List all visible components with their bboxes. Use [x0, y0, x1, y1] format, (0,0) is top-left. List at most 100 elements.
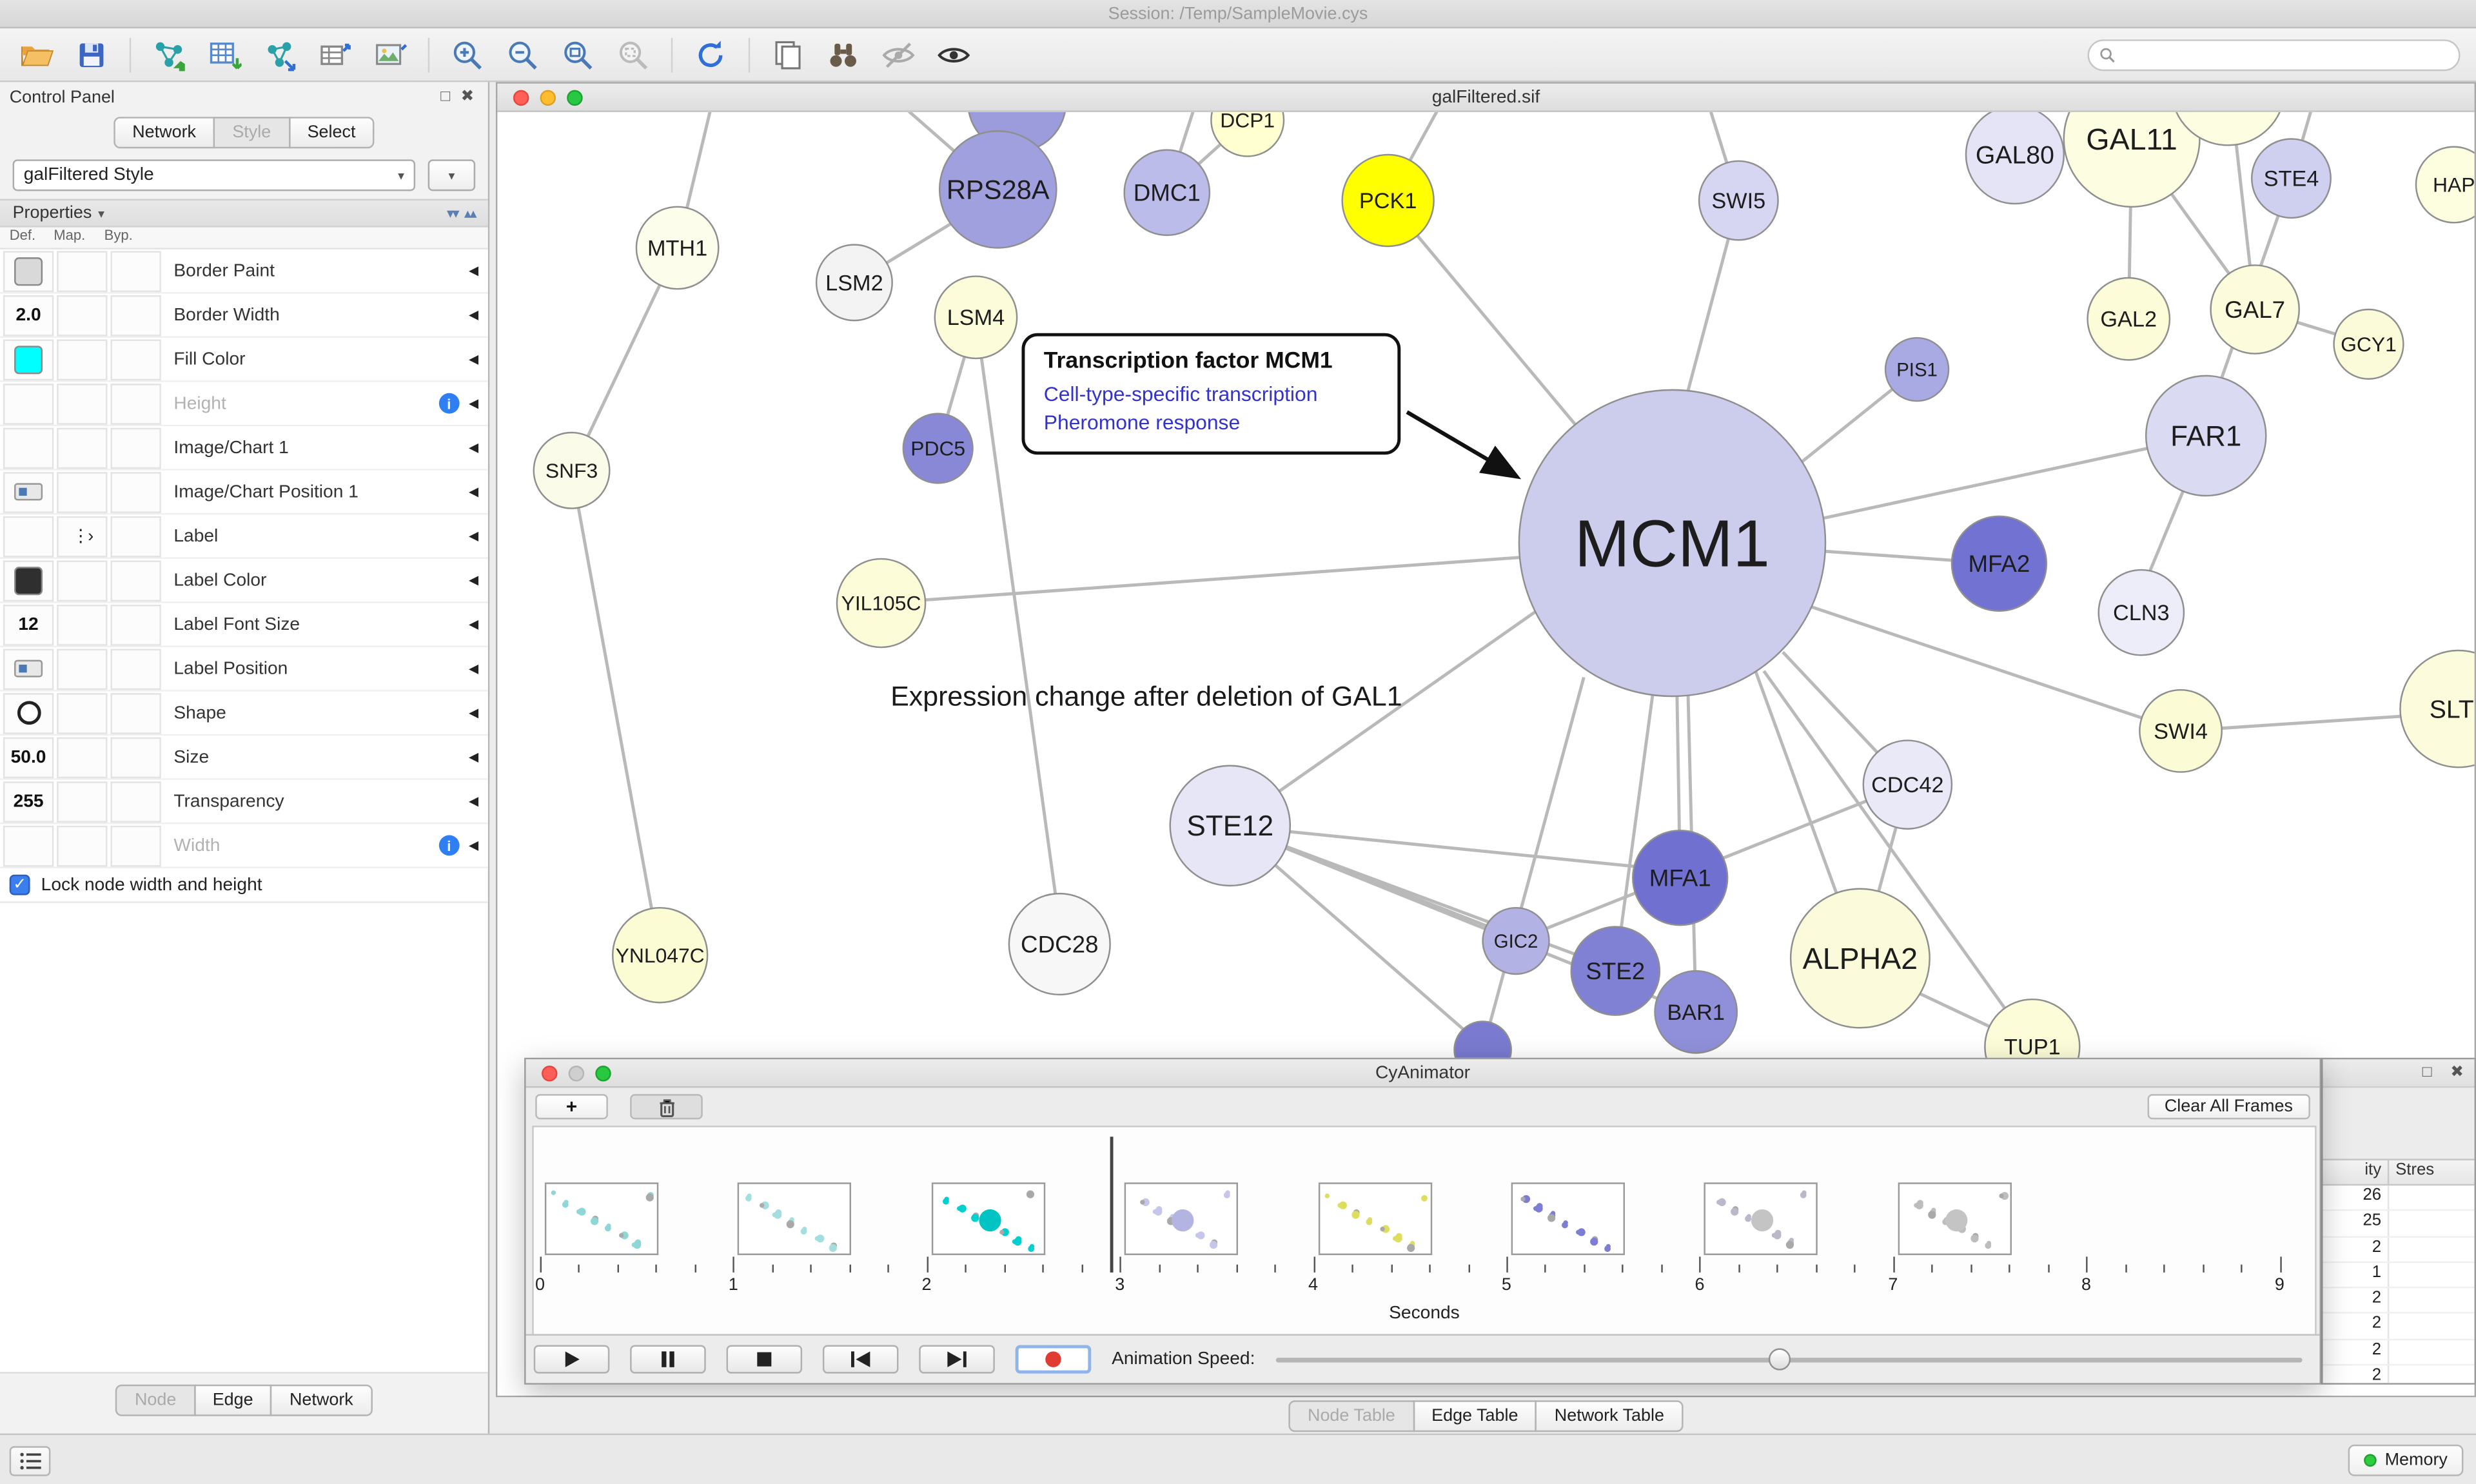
go-to-start-button[interactable]	[822, 1345, 899, 1374]
node-ste4[interactable]	[2251, 138, 2332, 219]
byp-cell[interactable]	[110, 692, 161, 734]
node-gal2[interactable]	[2087, 277, 2171, 361]
node-rps28a[interactable]	[938, 130, 1057, 249]
zoom-window-icon[interactable]	[595, 1066, 611, 1082]
table-tab-edge-table[interactable]: Edge Table	[1412, 1400, 1537, 1432]
frame-thumbnail-6[interactable]	[1511, 1182, 1626, 1255]
byp-cell[interactable]	[110, 515, 161, 557]
node-swi5[interactable]	[1698, 160, 1779, 241]
node-mcm1[interactable]	[1518, 389, 1827, 698]
zoom-selected-icon[interactable]	[609, 34, 656, 75]
node-lsm2[interactable]	[815, 244, 893, 322]
style-tab-edge[interactable]: Edge	[193, 1384, 273, 1416]
node-unlabeled[interactable]	[2171, 112, 2284, 146]
def-cell[interactable]: 2.0	[3, 294, 54, 336]
column-header[interactable]: ity	[2323, 1160, 2390, 1184]
color-swatch[interactable]	[14, 565, 43, 595]
zoom-window-icon[interactable]	[567, 90, 583, 106]
default-value[interactable]: 255	[13, 792, 44, 811]
expand-row-icon[interactable]: ◀	[468, 572, 479, 588]
table-row[interactable]: 25	[2323, 1211, 2475, 1238]
node-pis1[interactable]	[1884, 337, 1950, 402]
def-cell[interactable]: 12	[3, 603, 54, 645]
show-selection-eye-icon[interactable]	[930, 34, 977, 75]
map-cell[interactable]	[57, 736, 108, 778]
byp-cell[interactable]	[110, 250, 161, 291]
open-session-icon[interactable]	[13, 34, 60, 75]
node-dcp1[interactable]	[1210, 112, 1285, 157]
node-dmc1[interactable]	[1123, 149, 1211, 237]
tab-select[interactable]: Select	[288, 117, 375, 149]
map-cell[interactable]	[57, 382, 108, 424]
node-bar1[interactable]	[1654, 970, 1738, 1054]
style-tab-network[interactable]: Network	[270, 1384, 373, 1416]
pause-button[interactable]	[630, 1345, 706, 1374]
def-cell[interactable]	[3, 515, 54, 557]
map-cell[interactable]	[57, 471, 108, 513]
byp-cell[interactable]	[110, 781, 161, 822]
node-mfa1[interactable]	[1632, 829, 1729, 926]
map-cell[interactable]	[57, 692, 108, 734]
column-header[interactable]: Stres	[2395, 1160, 2435, 1180]
map-cell[interactable]	[57, 294, 108, 336]
map-cell[interactable]	[57, 250, 108, 291]
export-table-icon[interactable]	[311, 34, 358, 75]
byp-cell[interactable]	[110, 825, 161, 866]
table-row[interactable]: 2	[2323, 1314, 2475, 1340]
node-swi4[interactable]	[2139, 688, 2223, 773]
info-icon[interactable]: i	[438, 393, 460, 414]
node-slt2[interactable]	[2399, 649, 2475, 768]
chevron-down-icon[interactable]: ▾	[98, 206, 105, 220]
def-cell[interactable]	[3, 338, 54, 380]
def-cell[interactable]	[3, 382, 54, 424]
memory-button[interactable]: Memory	[2348, 1444, 2464, 1476]
info-icon[interactable]: i	[438, 835, 460, 856]
node-gal7[interactable]	[2210, 264, 2300, 355]
network-window-titlebar[interactable]: galFiltered.sif	[497, 83, 2475, 112]
default-value[interactable]: 50.0	[10, 747, 46, 766]
style-options-button[interactable]: ▾	[427, 159, 476, 191]
close-window-icon[interactable]	[542, 1066, 558, 1082]
node-gic2[interactable]	[1482, 906, 1550, 975]
table-row[interactable]: 2	[2323, 1365, 2474, 1383]
import-network-icon[interactable]	[145, 34, 192, 75]
def-cell[interactable]	[3, 471, 54, 513]
ellipse-shape-icon[interactable]	[16, 701, 41, 725]
def-cell[interactable]	[3, 250, 54, 291]
expand-row-icon[interactable]: ◀	[468, 308, 479, 322]
color-swatch[interactable]	[14, 345, 43, 374]
annotation-box[interactable]: Transcription factor MCM1 Cell-type-spec…	[1021, 333, 1401, 456]
byp-cell[interactable]	[110, 603, 161, 645]
zoom-in-icon[interactable]	[444, 34, 491, 75]
export-network-icon[interactable]	[256, 34, 303, 75]
lock-size-checkbox[interactable]: ✓	[9, 874, 30, 895]
style-tab-node[interactable]: Node	[115, 1384, 195, 1416]
map-cell[interactable]	[57, 338, 108, 380]
map-cell[interactable]	[57, 648, 108, 689]
def-cell[interactable]: 50.0	[3, 736, 54, 778]
byp-cell[interactable]	[110, 427, 161, 469]
zoom-fit-icon[interactable]	[555, 34, 602, 75]
byp-cell[interactable]	[110, 338, 161, 380]
float-panel-icon[interactable]: □	[2422, 1063, 2432, 1081]
frame-thumbnail-8[interactable]	[1898, 1182, 2012, 1255]
node-cln3[interactable]	[2098, 569, 2185, 656]
table-row[interactable]: 2	[2323, 1340, 2475, 1366]
find-binoculars-icon[interactable]	[820, 34, 867, 75]
node-cdc28[interactable]	[1008, 892, 1111, 996]
node-yil105c[interactable]	[836, 558, 927, 649]
expand-row-icon[interactable]: ◀	[468, 484, 479, 499]
node-mth1[interactable]	[635, 206, 720, 290]
expand-row-icon[interactable]: ◀	[468, 529, 479, 543]
map-cell[interactable]	[57, 825, 108, 866]
float-panel-icon[interactable]: □	[440, 88, 450, 106]
tab-style[interactable]: Style	[213, 117, 290, 149]
save-session-icon[interactable]	[68, 34, 115, 75]
import-table-icon[interactable]	[201, 34, 248, 75]
play-button[interactable]	[533, 1345, 610, 1374]
node-cdc42[interactable]	[1862, 739, 1953, 830]
search-field[interactable]	[2087, 39, 2461, 72]
annotation-link[interactable]: Pheromone response	[1043, 411, 1241, 434]
map-cell[interactable]	[57, 560, 108, 601]
close-panel-icon[interactable]: ✖	[460, 88, 475, 106]
